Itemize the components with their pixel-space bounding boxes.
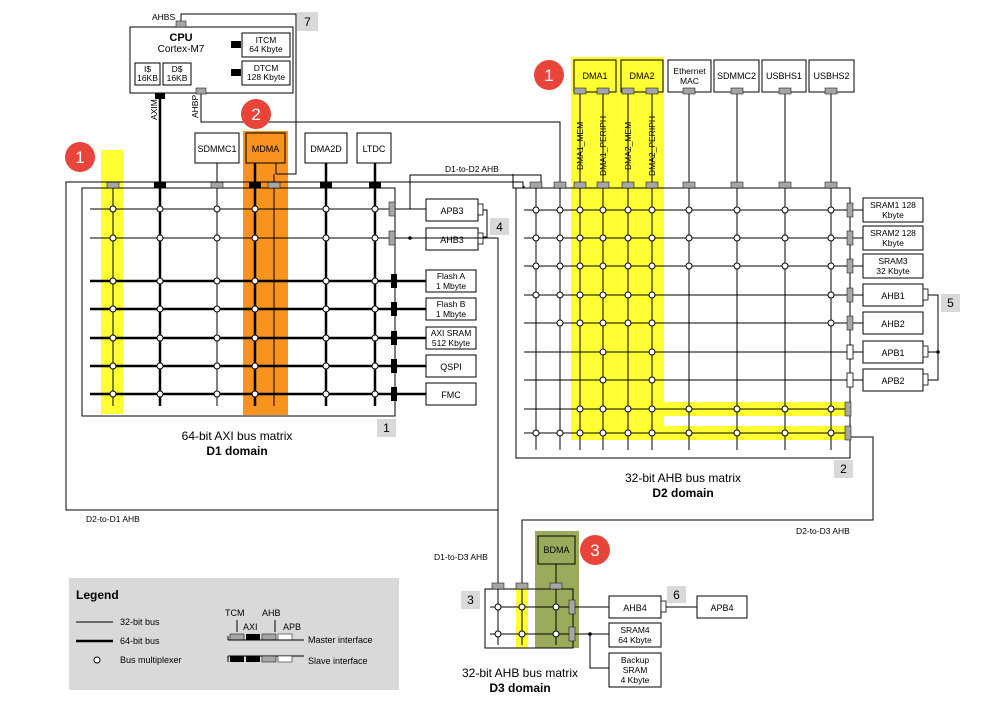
d1-slave-qspi: QSPI [440, 362, 462, 372]
dma-yellow-band [571, 57, 664, 439]
legend-ahb: AHB [262, 608, 281, 618]
d1-matrix-box [81, 187, 396, 417]
d3-slave-sram4-size: 64 Kbyte [618, 635, 652, 645]
d1-slave-apb3: APB3 [440, 206, 463, 216]
d1-master-ltdc: LTDC [363, 144, 386, 154]
d2-master-sdmmc2: SDMMC2 [717, 71, 756, 81]
d2-slave-apb1: APB1 [881, 348, 904, 358]
d2-master-dma1: DMA1 [582, 71, 607, 81]
d2-matrix-label: 32-bit AHB bus matrix [625, 471, 741, 485]
d3-slave-backup-size: 4 Kbyte [621, 675, 650, 685]
marker-3: 3 [590, 541, 599, 560]
d2-slave-sram1-size: Kbyte [882, 210, 904, 220]
itcm-size: 64 Kbyte [249, 44, 283, 54]
legend-master-if: Master interface [308, 635, 373, 645]
d1-matrix-label: 64-bit AXI bus matrix [182, 429, 293, 443]
d2-master-ethernet-mac: MAC [680, 76, 699, 86]
badge-7-text: 7 [304, 15, 311, 29]
link-d1-to-d3: D1-to-D3 AHB [434, 552, 488, 562]
dcache-size: 16KB [167, 73, 188, 83]
d2-master-dma2: DMA2 [629, 71, 654, 81]
d2-master-usbhs1: USBHS1 [766, 71, 802, 81]
legend-bus32: 32-bit bus [120, 617, 160, 627]
badge-4: 4 [496, 220, 503, 234]
d1-master-sdmmc1: SDMMC1 [197, 144, 236, 154]
d2-slave-sram3-size: 32 Kbyte [876, 266, 910, 276]
badge-2: 2 [840, 462, 847, 476]
d2-master-usbhs2: USBHS2 [813, 71, 849, 81]
badge-5: 5 [947, 296, 954, 310]
d1-master-mdma: MDMA [252, 144, 280, 154]
d3-slave-backup-sram: SRAM [623, 665, 648, 675]
cpu-block: CPU Cortex-M7 I$ 16KB D$ 16KB [129, 26, 294, 94]
legend: Legend 32-bit bus 64-bit bus Bus multipl… [69, 578, 399, 690]
d2-slave-sram2: SRAM2 128 [870, 228, 916, 238]
d3-slave-apb4: APB4 [710, 603, 733, 613]
d2-slave-sram3: SRAM3 [878, 256, 908, 266]
legend-tcm: TCM [225, 608, 245, 618]
d1-slave-flash-a: Flash A [437, 271, 466, 281]
d2-slave-sram1: SRAM1 128 [870, 200, 916, 210]
marker-1-right: 1 [544, 66, 553, 85]
d3-matrix-label: 32-bit AHB bus matrix [462, 666, 578, 680]
d3-slave-ahb4: AHB4 [623, 603, 647, 613]
legend-bus64: 64-bit bus [120, 636, 160, 646]
legend-title: Legend [76, 588, 119, 602]
link-d1-to-d2: D1-to-D2 AHB [445, 164, 499, 174]
d3-master-bdma: BDMA [543, 545, 569, 555]
axim-label: AXIM [149, 99, 159, 120]
d1-slave-axi-sram: AXI SRAM [431, 328, 472, 338]
d2-slave-ports [844, 202, 854, 441]
d3-domain-label: D3 domain [489, 681, 550, 695]
mdma-orange-band [243, 131, 288, 415]
d2-master-ethernet: Ethernet [673, 66, 706, 76]
badge-3: 3 [467, 593, 474, 607]
d2-slave-ahb2: AHB2 [881, 319, 905, 329]
legend-slave-if: Slave interface [308, 656, 368, 666]
legend-slave-interface-swatch [227, 655, 304, 663]
d1-slave-ahb3: AHB3 [440, 235, 464, 245]
d1-slave-flash-b-size: 1 Mbyte [436, 309, 467, 319]
ahbs-label: AHBS [152, 12, 175, 22]
itcm-label: ITCM [256, 35, 277, 45]
d3-slave-backup: Backup [621, 655, 650, 665]
cpu-subtitle: Cortex-M7 [158, 44, 205, 55]
dtcm-size: 128 Kbyte [247, 72, 286, 82]
dtcm-label: DTCM [254, 63, 279, 73]
marker-1-left: 1 [75, 148, 84, 167]
d1-grid [90, 188, 393, 406]
link-d2-to-d3: D2-to-D3 AHB [796, 526, 850, 536]
ahbp-label: AHBP [190, 95, 200, 118]
dcache-label: D$ [172, 64, 183, 74]
d1-slave-flash-b: Flash B [437, 299, 466, 309]
legend-mux: Bus multiplexer [120, 655, 182, 665]
d1-master-dma2d: DMA2D [310, 144, 342, 154]
badge-1: 1 [383, 421, 390, 435]
d3-matrix-box [484, 588, 574, 649]
d1-slave-axi-sram-size: 512 Kbyte [432, 338, 471, 348]
d1-mux-nodes [109, 205, 379, 398]
d2-slave-sram2-size: Kbyte [882, 238, 904, 248]
marker-2: 2 [251, 105, 260, 124]
d3-slave-sram4: SRAM4 [620, 625, 650, 635]
legend-apb: APB [283, 622, 301, 632]
badge-7 [297, 12, 318, 31]
legend-master-interface-swatch [227, 633, 304, 641]
d2-slave-ahb1: AHB1 [881, 291, 905, 301]
d1-slave-fmc: FMC [441, 390, 461, 400]
d3-grid [490, 589, 570, 645]
legend-axi: AXI [243, 622, 258, 632]
d2-top-ports [529, 181, 838, 189]
d1-slave-flash-a-size: 1 Mbyte [436, 281, 467, 291]
icache-size: 16KB [137, 73, 158, 83]
d1-domain-label: D1 domain [206, 444, 267, 458]
cpu-title: CPU [169, 32, 192, 44]
icache-label: I$ [144, 64, 151, 74]
d2-slave-apb2: APB2 [881, 376, 904, 386]
d2-domain-label: D2 domain [652, 486, 713, 500]
link-d2-to-d1: D2-to-D1 AHB [86, 514, 140, 524]
d2-mux-nodes [532, 206, 835, 437]
badge-6: 6 [673, 588, 680, 602]
